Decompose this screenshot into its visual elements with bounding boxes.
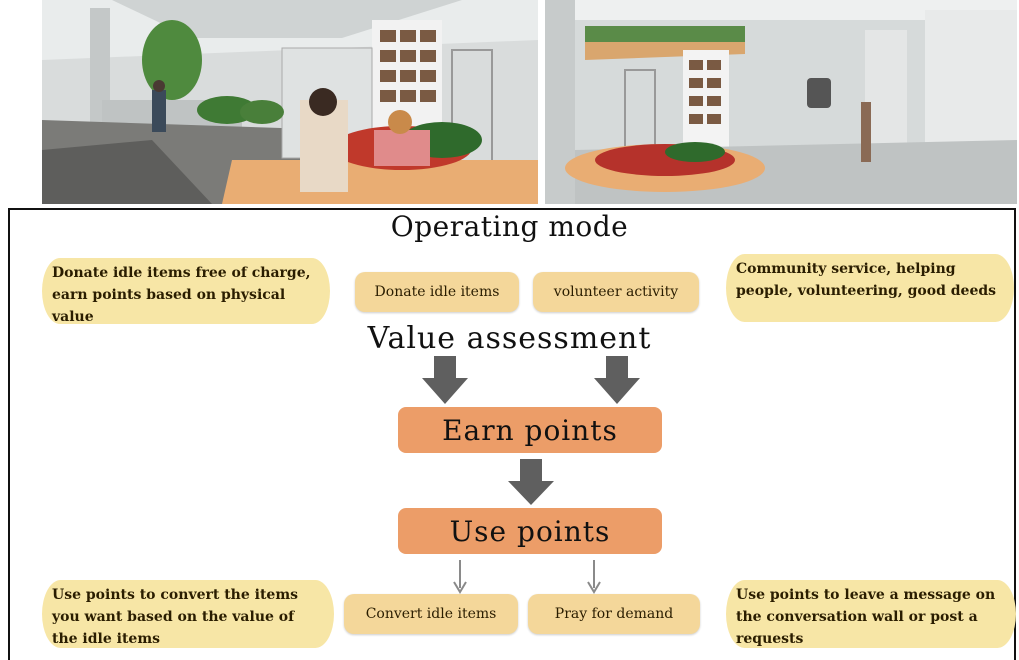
arrow-down-icon <box>594 356 640 404</box>
diagram-frame <box>8 208 1016 660</box>
note-conversation-wall: Use points to leave a message on the con… <box>726 580 1016 648</box>
thin-arrow-down-icon <box>453 560 467 594</box>
thin-arrow-down-icon <box>587 560 601 594</box>
arrow-down-icon <box>508 459 554 505</box>
note-community-service: Community service, helping people, volun… <box>726 254 1014 322</box>
use-points-box: Use points <box>398 508 662 554</box>
scene-render-left <box>42 0 538 204</box>
diagram-title: Operating mode <box>390 210 629 243</box>
scene-render-right <box>545 0 1017 204</box>
note-donate-free: Donate idle items free of charge, earn p… <box>42 258 330 325</box>
box-volunteer-activity: volunteer activity <box>533 272 699 312</box>
arrow-down-icon <box>422 356 468 404</box>
value-assessment-label: Value assessment <box>367 321 652 356</box>
earn-points-box: Earn points <box>398 407 662 453</box>
box-donate-idle-items: Donate idle items <box>355 272 519 312</box>
box-pray-for-demand: Pray for demand <box>528 594 700 634</box>
note-convert-items: Use points to convert the items you want… <box>42 580 334 648</box>
box-convert-idle-items: Convert idle items <box>344 594 518 634</box>
